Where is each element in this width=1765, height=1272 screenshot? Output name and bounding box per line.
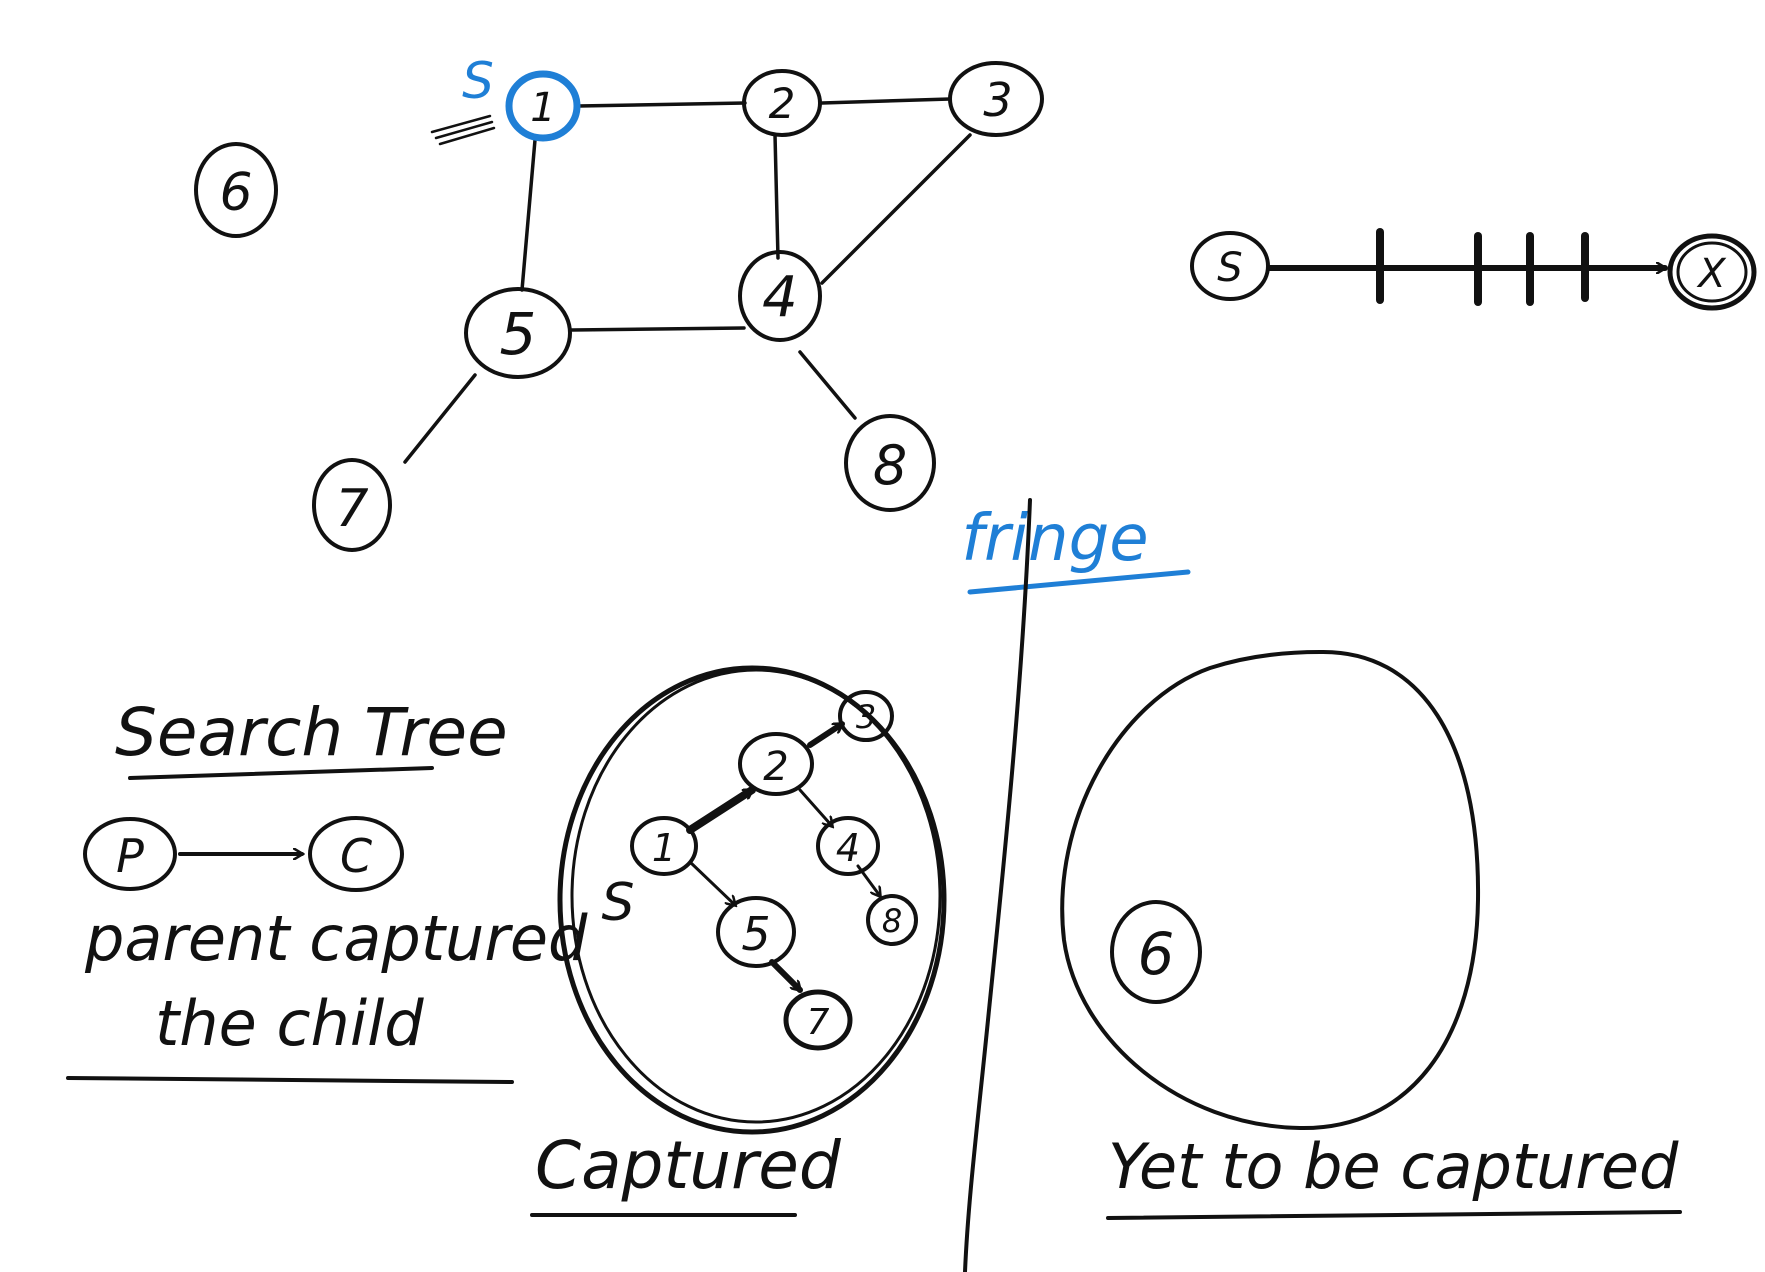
fringe-underline bbox=[967, 569, 1191, 595]
svg-text:7: 7 bbox=[335, 479, 368, 539]
svg-text:1: 1 bbox=[652, 826, 676, 870]
captured-node-5: 5 bbox=[716, 896, 796, 968]
edge-1-5 bbox=[520, 138, 537, 292]
captured-node-8: 8 bbox=[866, 894, 918, 946]
captured-label: Captured bbox=[535, 1127, 842, 1204]
path-end-node: X bbox=[1667, 233, 1757, 311]
source-hatch bbox=[430, 114, 496, 146]
parent-node: P bbox=[83, 817, 177, 891]
captured-node-2: 2 bbox=[738, 732, 814, 796]
svg-text:2: 2 bbox=[769, 79, 796, 128]
graph-node-7: 7 bbox=[312, 458, 392, 552]
edge-4-8 bbox=[798, 350, 857, 420]
legend-divider bbox=[66, 1076, 514, 1084]
source-label: S bbox=[462, 52, 494, 110]
uncaptured-node-6: 6 bbox=[1110, 900, 1202, 1004]
search-tree-caption-line1: parent captured bbox=[84, 902, 588, 975]
graph-node-6: 6 bbox=[194, 142, 278, 238]
tree-edge-2-3 bbox=[807, 721, 845, 748]
svg-text:X: X bbox=[1696, 251, 1727, 297]
path-example: S X bbox=[1190, 228, 1757, 311]
svg-text:6: 6 bbox=[219, 163, 252, 223]
svg-text:3: 3 bbox=[983, 73, 1012, 127]
fringe-label: fringe bbox=[961, 502, 1148, 576]
graph-node-4: 4 bbox=[738, 250, 822, 342]
edge-5-4 bbox=[570, 326, 746, 332]
svg-text:5: 5 bbox=[500, 300, 537, 368]
search-tree-underline bbox=[128, 766, 434, 780]
search-tree-caption-line2: the child bbox=[155, 987, 424, 1060]
tree-edge-2-4 bbox=[798, 788, 832, 826]
svg-text:S: S bbox=[1217, 245, 1242, 291]
captured-node-1: 1 bbox=[630, 816, 698, 876]
captured-boundary bbox=[557, 665, 947, 1135]
edge-2-4 bbox=[773, 133, 780, 260]
tree-edge-1-2 bbox=[686, 786, 756, 834]
captured-region: S 1 2 3 4 5 7 8 Captured bbox=[530, 665, 947, 1217]
svg-text:4: 4 bbox=[836, 826, 860, 870]
captured-node-4: 4 bbox=[816, 816, 880, 876]
svg-text:P: P bbox=[116, 829, 144, 883]
svg-text:3: 3 bbox=[856, 698, 876, 736]
edge-2-3 bbox=[820, 97, 952, 105]
path-ticks bbox=[1376, 228, 1589, 306]
graph-node-1: 1 bbox=[505, 70, 581, 142]
svg-text:8: 8 bbox=[882, 902, 902, 940]
edge-5-7 bbox=[403, 373, 477, 464]
edge-1-2 bbox=[576, 101, 747, 108]
graph-node-8: 8 bbox=[844, 414, 936, 512]
graph-node-5: 5 bbox=[464, 287, 572, 379]
edge-3-4 bbox=[820, 133, 972, 285]
search-tree-title: Search Tree bbox=[115, 694, 508, 771]
svg-text:8: 8 bbox=[873, 434, 907, 497]
fringe: fringe bbox=[961, 498, 1191, 1272]
fringe-divider-line bbox=[963, 498, 1032, 1272]
graph-node-2: 2 bbox=[742, 69, 822, 137]
graph-node-3: 3 bbox=[948, 61, 1044, 137]
captured-node-3: 3 bbox=[838, 690, 894, 742]
child-node: C bbox=[308, 816, 404, 892]
svg-text:4: 4 bbox=[762, 265, 798, 330]
uncaptured-region: 6 Yet to be captured bbox=[1060, 649, 1682, 1220]
uncaptured-underline bbox=[1106, 1210, 1682, 1220]
path-start-node: S bbox=[1190, 231, 1270, 301]
svg-text:6: 6 bbox=[1138, 920, 1175, 988]
svg-text:5: 5 bbox=[741, 907, 770, 961]
graph-edges bbox=[403, 97, 972, 464]
search-tree-legend: Search Tree P C parent captured the chil… bbox=[66, 694, 588, 1084]
svg-text:7: 7 bbox=[807, 1002, 830, 1043]
tree-edge-5-7 bbox=[769, 959, 803, 993]
uncaptured-boundary bbox=[1060, 649, 1481, 1131]
svg-text:C: C bbox=[340, 829, 372, 883]
graph: 1 S 2 3 4 5 6 7 8 bbox=[194, 52, 1044, 552]
node-label: 1 bbox=[530, 85, 555, 131]
svg-text:2: 2 bbox=[763, 744, 788, 790]
captured-node-7: 7 bbox=[783, 989, 853, 1051]
captured-source-label: S bbox=[601, 873, 634, 933]
uncaptured-label: Yet to be captured bbox=[1108, 1130, 1679, 1203]
tree-edge-1-5 bbox=[688, 860, 735, 905]
